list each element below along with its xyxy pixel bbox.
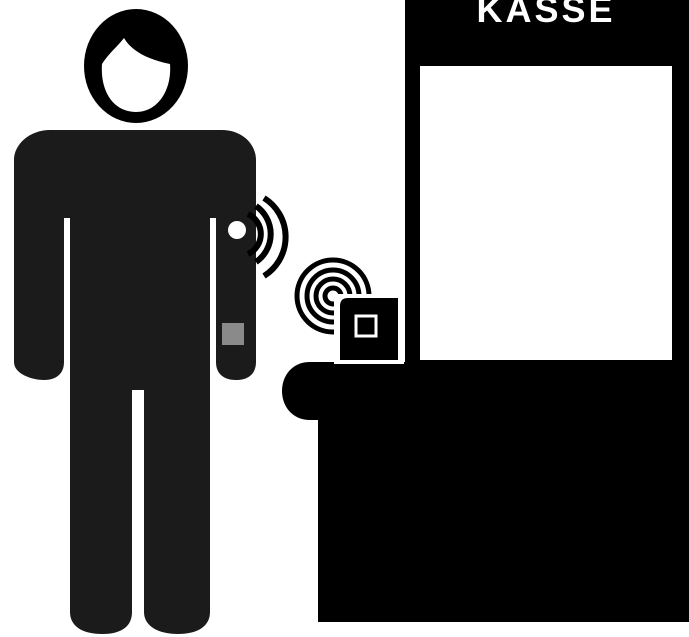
wristband-chip-icon — [222, 323, 244, 345]
card-reader-terminal-icon — [334, 294, 404, 364]
person-left-leg — [70, 380, 132, 634]
person-body — [14, 130, 256, 390]
person-figure-icon — [14, 9, 256, 634]
booth-sign-label: KASSE — [476, 0, 615, 30]
person-right-leg — [144, 380, 210, 634]
booth-window — [420, 66, 672, 360]
counter-body — [318, 400, 689, 622]
